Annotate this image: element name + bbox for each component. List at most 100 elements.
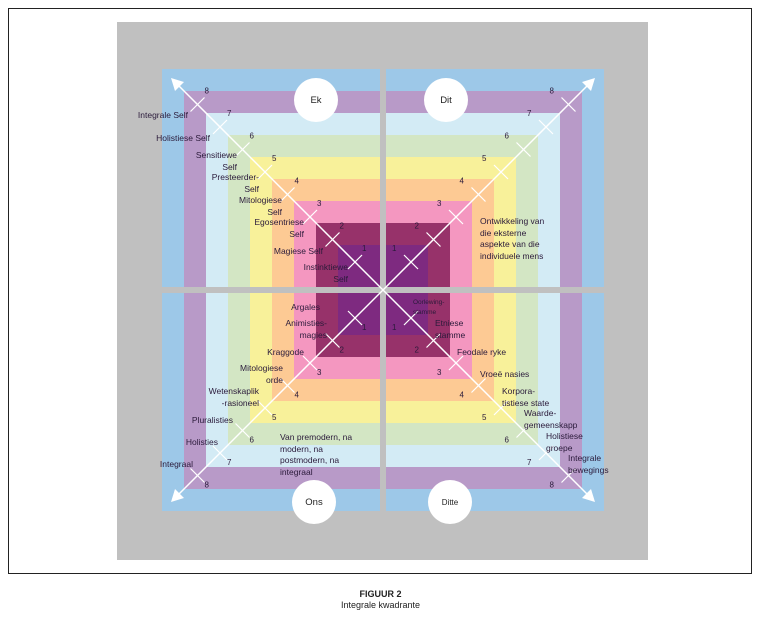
- level-number-tl: 4: [295, 177, 300, 186]
- level-tick: [302, 209, 318, 225]
- level-number-bl: 1: [362, 323, 367, 332]
- level-number-tl: 6: [250, 132, 255, 141]
- level-tick: [538, 445, 554, 461]
- level-number-tr: 2: [415, 222, 420, 231]
- level-number-bl: 6: [250, 436, 255, 445]
- level-number-tr: 4: [460, 177, 465, 186]
- level-number-br: 2: [415, 346, 420, 355]
- development-arrow-line: [382, 289, 588, 495]
- quadrant-label: Ek: [310, 94, 322, 106]
- level-label: Animisties- magies: [285, 318, 327, 340]
- level-tick: [516, 142, 531, 157]
- level-tick: [347, 254, 363, 270]
- level-tick: [257, 400, 273, 416]
- level-number-bl: 8: [205, 481, 210, 490]
- level-number-br: 4: [460, 391, 465, 400]
- level-tick: [325, 232, 340, 247]
- level-tick: [190, 468, 205, 483]
- level-number-bl: 4: [295, 391, 300, 400]
- level-tick: [280, 187, 295, 202]
- level-number-br: 1: [392, 323, 397, 332]
- development-arrow-line: [382, 85, 588, 291]
- level-label: Presteerder- Self: [211, 172, 259, 194]
- level-label: Egosentriese Self: [254, 217, 304, 239]
- level-number-tl: 2: [340, 222, 345, 231]
- quadrant-label: Ons: [305, 496, 323, 508]
- development-arrow-line: [178, 289, 384, 495]
- level-number-bl: 7: [227, 458, 232, 467]
- caption-subtitle: Integrale kwadrante: [340, 600, 421, 610]
- quadrant-circle-ek: Ek: [294, 78, 338, 122]
- level-tick: [538, 119, 554, 135]
- level-tick: [235, 142, 250, 157]
- level-label: Argales: [291, 302, 320, 312]
- level-number-tr: 5: [482, 154, 487, 163]
- level-label: Magiese Self: [273, 246, 323, 256]
- level-number-bl: 3: [317, 368, 322, 377]
- arrowhead-icon: [171, 489, 184, 502]
- level-number-bl: 2: [340, 346, 345, 355]
- level-label: Waarde- gemeenskapp: [524, 408, 578, 430]
- quadrant-label: Ditte: [441, 497, 459, 507]
- level-tick: [561, 468, 576, 483]
- level-tick: [493, 400, 509, 416]
- quadrant-circle-ons: Ons: [292, 480, 336, 524]
- development-arrow-line: [178, 85, 384, 291]
- level-label: Holisties: [185, 437, 218, 447]
- level-label: Integrale bewegings: [568, 453, 609, 475]
- level-tick: [561, 97, 576, 112]
- level-number-tr: 1: [392, 244, 397, 253]
- level-tick: [280, 378, 295, 393]
- level-number-br: 8: [550, 481, 555, 490]
- arrowhead-icon: [171, 78, 184, 91]
- level-number-tr: 8: [550, 87, 555, 96]
- level-tick: [403, 254, 419, 270]
- level-tick: [212, 119, 228, 135]
- arrowhead-icon: [582, 78, 595, 91]
- top-right-note: Ontwikkeling van die eksterne aspekte va…: [480, 216, 545, 261]
- level-tick: [493, 164, 509, 180]
- level-label: Sensitiewe Self: [195, 150, 237, 172]
- quadrant-circle-ditte: Ditte: [428, 480, 472, 524]
- level-tick: [448, 355, 464, 371]
- level-label: Etniese stamme: [435, 318, 466, 340]
- level-label: Mitologiese Self: [239, 195, 282, 217]
- level-label: Feodale ryke: [457, 347, 507, 357]
- level-label: Wetenskaplik -rasioneel: [208, 386, 259, 408]
- figure-caption: FIGUUR 2 Integrale kwadrante: [0, 589, 761, 611]
- level-tick: [235, 423, 250, 438]
- level-tick: [347, 310, 363, 326]
- level-number-br: 7: [527, 458, 532, 467]
- arrowhead-icon: [582, 489, 595, 502]
- level-label: Pluralisties: [191, 415, 233, 425]
- quadrant-label: Dit: [440, 94, 452, 106]
- level-number-tr: 6: [505, 132, 510, 141]
- level-number-br: 5: [482, 413, 487, 422]
- level-tick: [325, 333, 340, 348]
- level-label: Vroeë nasies: [480, 369, 530, 379]
- level-label: Holistiese groepe: [546, 431, 583, 453]
- level-label: Kraggode: [267, 347, 304, 357]
- level-tick: [426, 333, 441, 348]
- level-tick: [471, 187, 486, 202]
- level-number-bl: 5: [272, 413, 277, 422]
- level-number-tl: 1: [362, 244, 367, 253]
- level-number-tl: 7: [227, 109, 232, 118]
- level-number-tr: 7: [527, 109, 532, 118]
- level-number-br: 6: [505, 436, 510, 445]
- level-tick: [212, 445, 228, 461]
- level-label: Oorlewing- stamme: [413, 299, 445, 316]
- figure-frame: [8, 8, 752, 574]
- level-number-tr: 3: [437, 199, 442, 208]
- level-tick: [448, 209, 464, 225]
- level-tick: [403, 310, 419, 326]
- level-tick: [516, 423, 531, 438]
- quadrant-circle-dit: Dit: [424, 78, 468, 122]
- level-label: Instinktiewe Self: [303, 262, 348, 284]
- level-label: Mitologiese orde: [240, 363, 283, 385]
- level-label: Integraal: [159, 459, 193, 469]
- level-tick: [471, 378, 486, 393]
- level-label: Holistiese Self: [156, 133, 210, 143]
- level-number-tl: 5: [272, 154, 277, 163]
